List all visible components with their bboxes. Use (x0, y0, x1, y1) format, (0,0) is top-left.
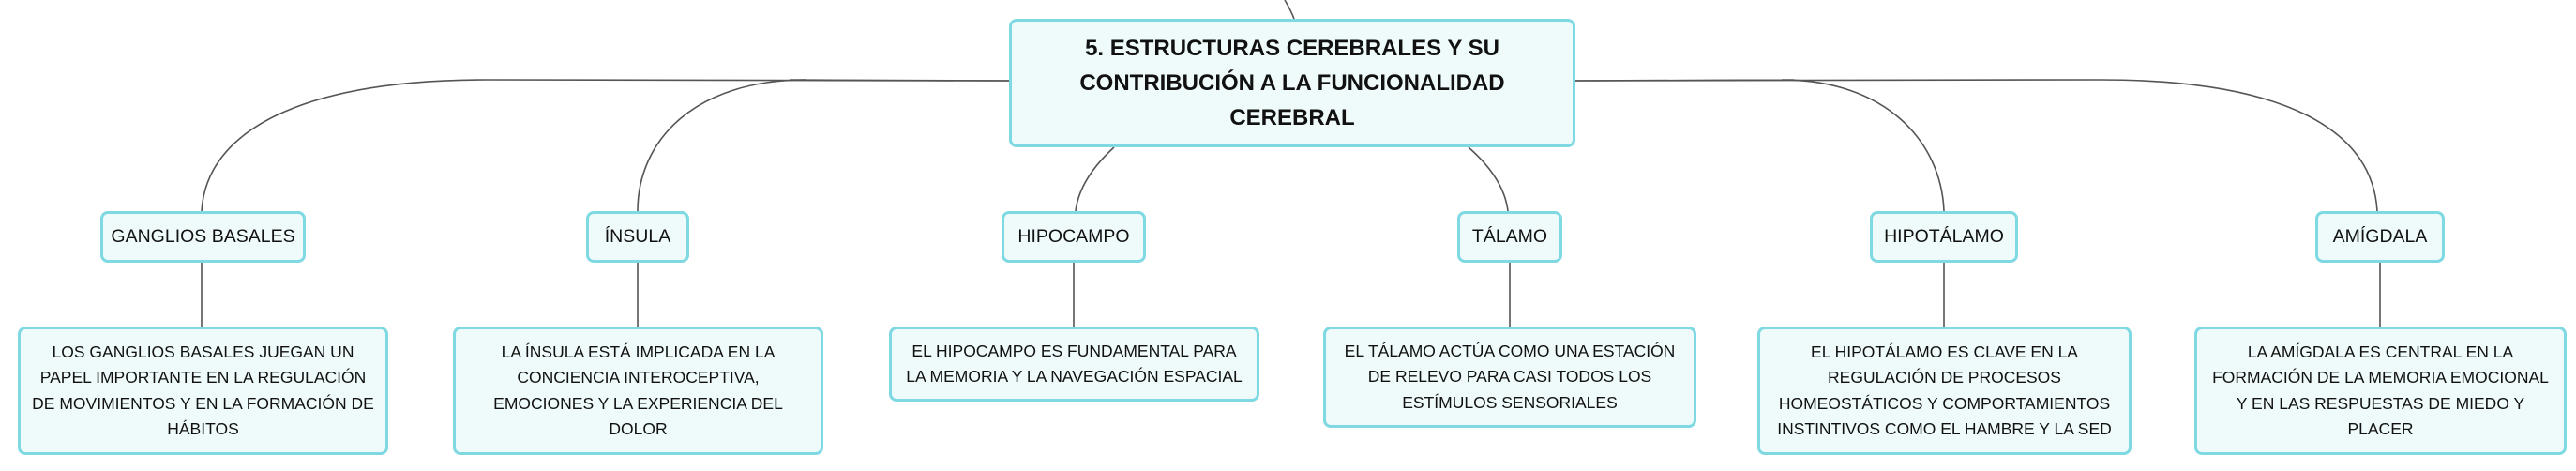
connector-central-amigdala (1574, 79, 2378, 212)
detail-text: LOS GANGLIOS BASALES JUEGAN UN PAPEL IMP… (32, 342, 374, 439)
detail-text: LA ÍNSULA ESTÁ IMPLICADA EN LA CONCIENCI… (493, 342, 783, 439)
topic-hipocampo[interactable]: HIPOCAMPO (1002, 211, 1146, 263)
detail-text: EL HIPOTÁLAMO ES CLAVE EN LA REGULACIÓN … (1777, 342, 2112, 439)
connector-central-hipocampo (1075, 146, 1115, 212)
topic-label: AMÍGDALA (2332, 226, 2428, 247)
topic-label: TÁLAMO (1471, 226, 1548, 247)
detail-ganglios-basales[interactable]: LOS GANGLIOS BASALES JUEGAN UN PAPEL IMP… (18, 327, 388, 455)
topic-label: GANGLIOS BASALES (111, 226, 295, 247)
connector-central-ganglios (201, 79, 1010, 212)
central-topic-label: 5. ESTRUCTURAS CEREBRALES Y SU CONTRIBUC… (1079, 36, 1505, 130)
topic-insula[interactable]: ÍNSULA (586, 211, 689, 263)
topic-label: HIPOTÁLAMO (1884, 226, 2004, 247)
topic-talamo[interactable]: TÁLAMO (1457, 211, 1562, 263)
central-topic-node[interactable]: 5. ESTRUCTURAS CEREBRALES Y SU CONTRIBUC… (1009, 19, 1575, 147)
detail-insula[interactable]: LA ÍNSULA ESTÁ IMPLICADA EN LA CONCIENCI… (453, 327, 823, 455)
connector-central-talamo (1468, 146, 1509, 212)
topic-amigdala[interactable]: AMÍGDALA (2315, 211, 2445, 263)
connector-central-hipotalamo (1574, 79, 1945, 212)
topic-label: HIPOCAMPO (1017, 226, 1130, 247)
parent-connector (1284, 0, 1295, 20)
detail-talamo[interactable]: EL TÁLAMO ACTÚA COMO UNA ESTACIÓN DE REL… (1323, 327, 1696, 428)
topic-ganglios-basales[interactable]: GANGLIOS BASALES (100, 211, 306, 263)
detail-text: EL TÁLAMO ACTÚA COMO UNA ESTACIÓN DE REL… (1344, 341, 1676, 412)
detail-text: EL HIPOCAMPO ES FUNDAMENTAL PARA LA MEMO… (906, 341, 1243, 387)
detail-hipotalamo[interactable]: EL HIPOTÁLAMO ES CLAVE EN LA REGULACIÓN … (1757, 327, 2132, 455)
topic-hipotalamo[interactable]: HIPOTÁLAMO (1870, 211, 2018, 263)
topic-label: ÍNSULA (604, 226, 671, 247)
connector-central-insula (637, 79, 1010, 212)
detail-amigdala[interactable]: LA AMÍGDALA ES CENTRAL EN LA FORMACIÓN D… (2194, 327, 2567, 455)
detail-text: LA AMÍGDALA ES CENTRAL EN LA FORMACIÓN D… (2212, 342, 2549, 439)
detail-hipocampo[interactable]: EL HIPOCAMPO ES FUNDAMENTAL PARA LA MEMO… (889, 327, 1259, 402)
